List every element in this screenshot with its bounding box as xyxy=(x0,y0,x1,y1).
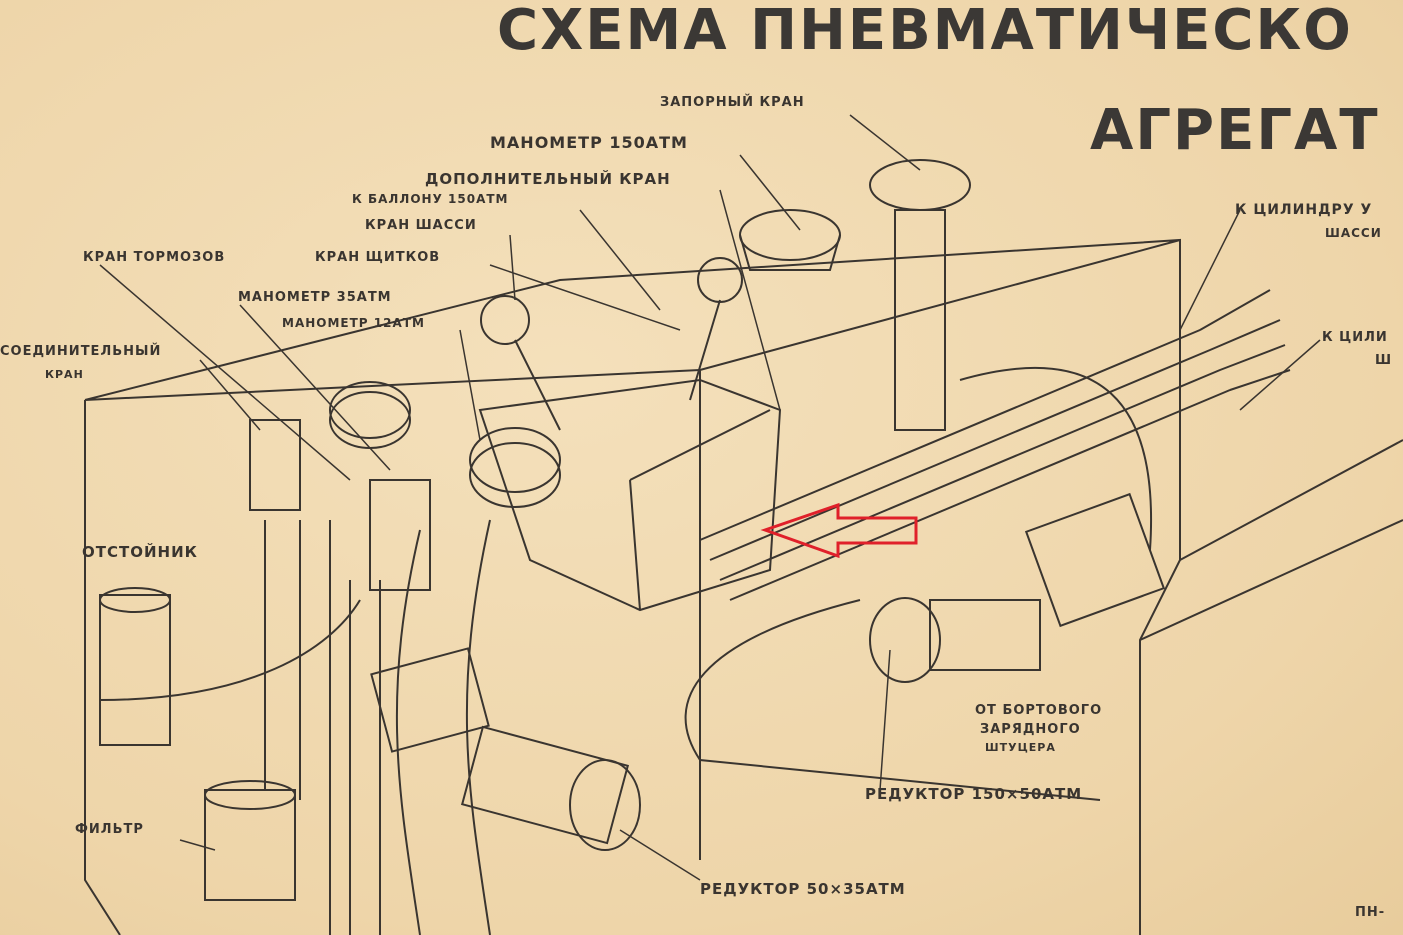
lever-knobs-icon xyxy=(480,257,743,431)
label-k-cilindru-1b: ШАССИ xyxy=(1325,226,1382,240)
unit-box-outline xyxy=(84,238,1181,935)
title-line-2: АГРЕГАТ xyxy=(1090,98,1380,163)
reducer-50-icon xyxy=(460,725,641,851)
label-kran-shchitkov: КРАН ЩИТКОВ xyxy=(315,250,441,265)
label-otstoinik: ОТСТОЙНИК xyxy=(82,543,198,561)
pipes-left xyxy=(264,519,491,935)
leader-lines xyxy=(99,114,1321,881)
label-ot-bortovogo-3: ШТУЦЕРА xyxy=(985,741,1056,754)
label-reduktor-50: РЕДУКТОР 50×35АТМ xyxy=(700,880,906,898)
label-k-ballonu: К БАЛЛОНУ 150АТМ xyxy=(352,192,509,206)
label-filtr: ФИЛЬТР xyxy=(75,822,144,837)
settler-icon xyxy=(99,587,171,746)
connecting-valve-icon xyxy=(249,419,431,591)
label-kran-tormozov: КРАН ТОРМОЗОВ xyxy=(83,250,226,265)
label-reduktor-150: РЕДУКТОР 150×50АТМ xyxy=(865,785,1083,803)
label-manometr-12: МАНОМЕТР 12АТМ xyxy=(282,316,425,330)
label-zapornyi-kran: ЗАПОРНЫЙ КРАН xyxy=(660,95,805,110)
label-dopolnitelnyi-kran: ДОПОЛНИТЕЛЬНЫЙ КРАН xyxy=(425,170,671,188)
label-soedinitelnyi-kran-1: СОЕДИНИТЕЛЬНЫЙ xyxy=(0,344,162,359)
pipe-curve xyxy=(99,366,1152,801)
regulator-cylinder-icon xyxy=(370,647,490,753)
label-k-cilindru-2a: К ЦИЛИ xyxy=(1322,330,1388,345)
right-box-outline xyxy=(1139,439,1403,641)
pipe-bundle xyxy=(699,289,1291,601)
label-ot-bortovogo-2: ЗАРЯДНОГО xyxy=(980,722,1081,737)
label-k-cilindru-1a: К ЦИЛИНДРУ У xyxy=(1235,202,1373,218)
shutoff-valve-icon xyxy=(869,159,971,431)
manometer-35-icon xyxy=(329,381,411,449)
label-pn: ПН- xyxy=(1355,905,1386,920)
title-line-1: СХЕМА ПНЕВМАТИЧЕСКО xyxy=(497,0,1353,63)
valve-block-icon xyxy=(478,378,782,612)
label-manometr-35: МАНОМЕТР 35АТМ xyxy=(238,290,392,305)
filter-icon xyxy=(204,780,296,901)
label-kran-shassi: КРАН ШАССИ xyxy=(365,218,477,233)
manometer-12-icon xyxy=(469,427,561,508)
label-k-cilindru-2b: Ш xyxy=(1375,353,1393,368)
label-manometr-150: МАНОМЕТР 150АТМ xyxy=(490,133,688,152)
label-soedinitelnyi-kran-2: КРАН xyxy=(45,368,84,381)
label-ot-bortovogo-1: ОТ БОРТОВОГО xyxy=(975,703,1103,718)
reducer-150-icon xyxy=(869,492,1166,683)
manometer-150-icon xyxy=(739,209,841,271)
